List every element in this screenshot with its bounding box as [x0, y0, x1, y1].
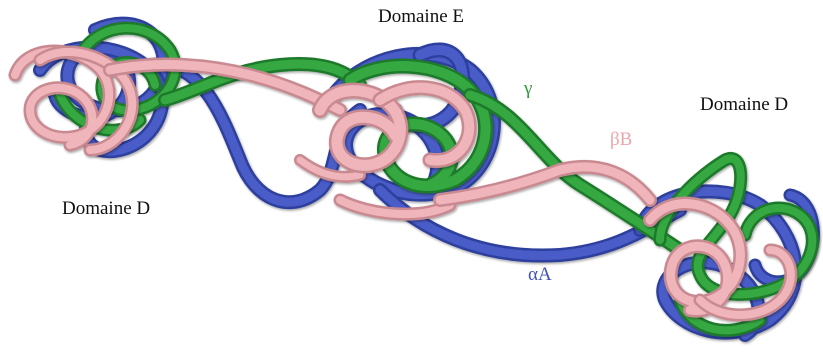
gamma-chain-label: γ [524, 78, 532, 100]
domain-e-label: Domaine E [378, 6, 464, 28]
beta-b-chain-label: βB [610, 129, 632, 151]
domain-d-left-label: Domaine D [62, 198, 150, 220]
domain-d-right-label: Domaine D [700, 94, 788, 116]
gamma-chain-ribbon [60, 28, 812, 330]
alpha-a-chain-label: αA [528, 264, 552, 286]
